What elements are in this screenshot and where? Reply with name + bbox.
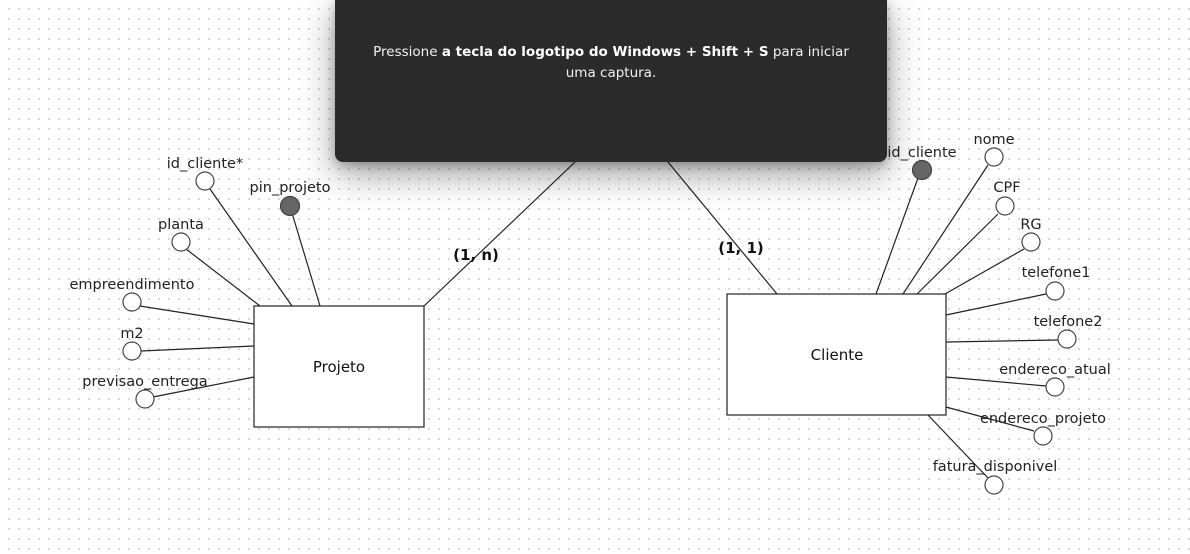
connector-id-cliente-fk <box>209 188 293 307</box>
connector-previsao-entrega <box>152 376 255 398</box>
toast-text-suffix: para iniciar uma captura. <box>565 44 849 81</box>
connector-telefone2 <box>945 339 1059 343</box>
relationship-line-cliente <box>667 161 778 295</box>
toast-text-windows-key: a tecla do logotipo do Windows <box>441 44 682 60</box>
connector-empreendimento <box>139 305 255 325</box>
attribute-telefone1-circle[interactable] <box>1045 281 1065 301</box>
entity-projeto-box[interactable] <box>253 305 425 428</box>
attribute-telefone2-circle[interactable] <box>1057 329 1077 349</box>
connector-endereco-atual <box>945 376 1047 387</box>
attribute-m2-circle[interactable] <box>122 341 142 361</box>
toast-text-s: S <box>758 44 769 60</box>
attribute-pin-projeto-label: pin_projeto <box>250 180 331 196</box>
attribute-id-cliente-fk-circle[interactable] <box>195 171 215 191</box>
attribute-telefone2-label: telefone2 <box>1034 314 1103 330</box>
connector-telefone1 <box>945 293 1047 316</box>
attribute-planta-circle[interactable] <box>171 232 191 252</box>
toast-text-shift: Shift <box>701 44 739 60</box>
connector-m2 <box>140 345 255 352</box>
attribute-endereco-atual-label: endereco_atual <box>999 362 1111 378</box>
connector-fatura-disponivel <box>927 414 989 479</box>
attribute-pin-projeto-key-circle[interactable] <box>279 195 301 217</box>
attribute-empreendimento-label: empreendimento <box>70 277 195 293</box>
entity-projeto-label: Projeto <box>313 358 365 376</box>
toast-text-plus-1: + <box>681 44 702 60</box>
attribute-nome-label: nome <box>973 132 1014 148</box>
attribute-planta-label: planta <box>158 217 204 233</box>
attribute-previsao-entrega-label: previsao_entrega <box>82 374 207 390</box>
attribute-previsao-entrega-circle[interactable] <box>135 389 155 409</box>
attribute-rg-circle[interactable] <box>1021 232 1041 252</box>
connector-id-cliente-pk <box>875 177 919 295</box>
attribute-fatura-disponivel-label: fatura_disponivel <box>933 459 1058 475</box>
attribute-telefone1-label: telefone1 <box>1022 265 1091 281</box>
attribute-empreendimento-circle[interactable] <box>122 292 142 312</box>
snip-notification-toast[interactable]: Pressione a tecla do logotipo do Windows… <box>335 0 887 162</box>
attribute-id-cliente-key-circle[interactable] <box>911 159 933 181</box>
toast-text-prefix: Pressione <box>373 44 442 60</box>
connector-endereco-projeto <box>945 406 1035 432</box>
entity-cliente-box[interactable] <box>726 293 947 416</box>
attribute-fatura-disponivel-circle[interactable] <box>984 475 1004 495</box>
snip-notification-text: Pressione a tecla do logotipo do Windows… <box>359 42 863 84</box>
attribute-id-cliente-label: id_cliente <box>887 145 956 161</box>
attribute-m2-label: m2 <box>120 326 143 342</box>
cardinality-projeto: (1, n) <box>453 246 499 264</box>
toast-text-plus-2: + <box>738 44 759 60</box>
entity-cliente-label: Cliente <box>811 346 864 364</box>
cardinality-cliente: (1, 1) <box>718 239 764 257</box>
relationship-line-projeto <box>423 161 576 307</box>
connector-planta <box>185 248 261 307</box>
connector-pin-projeto <box>291 212 321 307</box>
attribute-endereco-projeto-label: endereco_projeto <box>980 411 1106 427</box>
attribute-endereco-atual-circle[interactable] <box>1045 377 1065 397</box>
attribute-cpf-circle[interactable] <box>995 196 1015 216</box>
attribute-rg-label: RG <box>1020 217 1041 233</box>
connector-nome <box>902 164 989 295</box>
connector-cpf <box>916 213 999 295</box>
connector-rg <box>944 248 1025 295</box>
attribute-id-cliente-fk-label: id_cliente* <box>167 156 243 172</box>
attribute-cpf-label: CPF <box>993 180 1020 196</box>
attribute-nome-circle[interactable] <box>984 147 1004 167</box>
attribute-endereco-projeto-circle[interactable] <box>1033 426 1053 446</box>
